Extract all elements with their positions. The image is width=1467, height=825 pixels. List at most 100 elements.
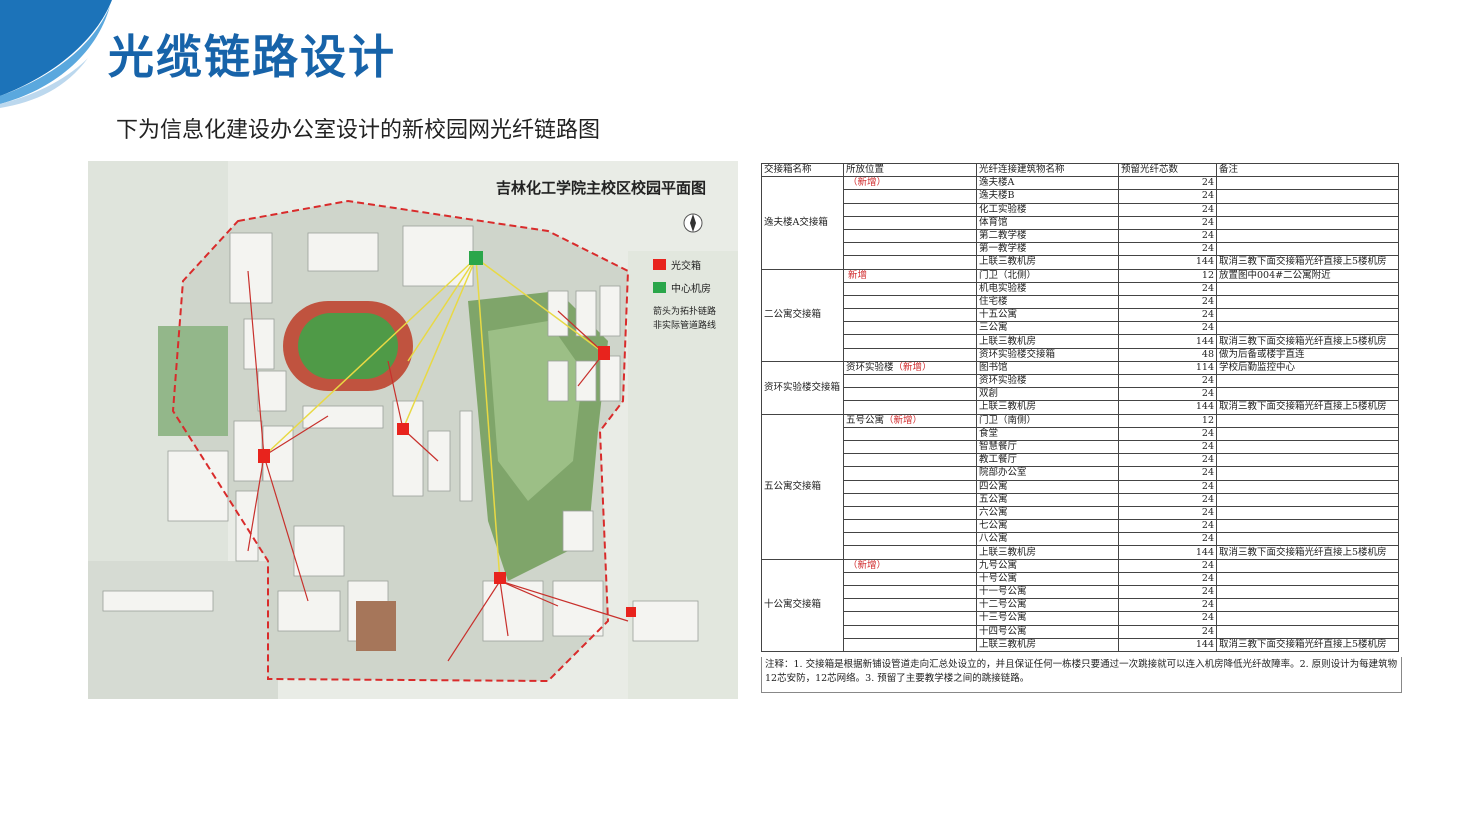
remark-cell xyxy=(1216,453,1399,468)
remark-cell xyxy=(1216,439,1399,455)
remark-cell xyxy=(1216,189,1399,204)
building-cell: 十三号公寓 xyxy=(976,611,1119,626)
fiber-count-cell: 24 xyxy=(1118,215,1217,230)
building-cell: 九号公寓 xyxy=(976,558,1119,573)
remark-cell: 放置图中004#二公寓附近 xyxy=(1216,268,1399,283)
building-cell: 六公寓 xyxy=(976,505,1119,521)
header-remark: 备注 xyxy=(1216,162,1399,178)
location-cell xyxy=(843,242,977,257)
fiber-count-cell: 48 xyxy=(1118,347,1217,362)
remark-cell: 取消三教下面交接箱光纤直接上5楼机房 xyxy=(1216,400,1399,415)
location-cell xyxy=(843,387,977,402)
building-cell: 门卫（北侧） xyxy=(976,268,1119,283)
building-cell: 双創 xyxy=(976,387,1119,402)
remark-cell xyxy=(1216,624,1399,639)
remark-cell xyxy=(1216,242,1399,257)
remark-cell: 取消三教下面交接箱光纤直接上5楼机房 xyxy=(1216,255,1399,270)
building-cell: 资环实验楼 xyxy=(976,373,1119,389)
fiber-count-cell: 24 xyxy=(1118,308,1217,323)
remark-cell: 取消三教下面交接箱光纤直接上5楼机房 xyxy=(1216,637,1399,652)
corner-decoration xyxy=(0,0,112,108)
fiber-count-cell: 144 xyxy=(1118,637,1217,652)
building-cell: 十一号公寓 xyxy=(976,584,1119,600)
location-cell xyxy=(843,294,977,310)
location-cell xyxy=(843,466,977,481)
page-title: 光缆链路设计 xyxy=(108,30,396,84)
table-row: 五公寓交接箱五号公寓（新增）门卫（南侧）12 xyxy=(761,413,1399,560)
location-cell xyxy=(843,545,977,560)
location-cell xyxy=(843,584,977,600)
building-cell: 上联三教机房 xyxy=(976,334,1119,349)
remark-cell xyxy=(1216,571,1399,587)
building-cell: 住宅楼 xyxy=(976,294,1119,310)
fiber-table: 交接箱名称 所放位置 光纤连接建筑物名称 预留光纤芯数 备注 逸夫楼A交接箱（新… xyxy=(761,162,1399,652)
legend-fiber-box: 光交箱 xyxy=(671,259,701,272)
building-cell: 十五公寓 xyxy=(976,308,1119,323)
remark-cell xyxy=(1216,532,1399,547)
location-cell: （新增） xyxy=(843,558,977,573)
fiber-count-cell: 24 xyxy=(1118,439,1217,455)
building-cell: 智慧餐厅 xyxy=(976,439,1119,455)
fiber-count-cell: 24 xyxy=(1118,453,1217,468)
location-cell xyxy=(843,400,977,415)
remark-cell xyxy=(1216,479,1399,494)
fiber-count-cell: 12 xyxy=(1118,268,1217,283)
fiber-count-cell: 24 xyxy=(1118,426,1217,441)
location-cell xyxy=(843,373,977,389)
fiber-count-cell: 24 xyxy=(1118,242,1217,257)
building-cell: 三公寓 xyxy=(976,321,1119,336)
fiber-count-cell: 12 xyxy=(1118,413,1217,428)
fiber-count-cell: 144 xyxy=(1118,334,1217,349)
fiber-count-cell: 24 xyxy=(1118,294,1217,310)
map-title: 吉林化工学院主校区校园平面图 xyxy=(496,179,706,197)
building-cell: 上联三教机房 xyxy=(976,400,1119,415)
map-legend: 光交箱 中心机房 箭头为拓扑链路 非实际管道路线 xyxy=(653,259,716,331)
fiber-count-cell: 144 xyxy=(1118,400,1217,415)
location-cell xyxy=(843,637,977,652)
location-text: 五号公寓 xyxy=(846,414,885,426)
table-footnote: 注释：1. 交接箱是根据新铺设管道走向汇总处设立的，并且保证任何一栋楼只要通过一… xyxy=(761,657,1402,693)
building-cell: 第一教学楼 xyxy=(976,242,1119,257)
location-text: 新增 xyxy=(848,269,868,281)
location-cell xyxy=(843,453,977,468)
box-name-cell: 逸夫楼A交接箱 xyxy=(761,176,844,270)
building-cell: 十号公寓 xyxy=(976,571,1119,587)
remark-cell xyxy=(1216,228,1399,244)
remark-cell xyxy=(1216,558,1399,573)
location-cell xyxy=(843,347,977,362)
compass-icon xyxy=(683,213,703,233)
header-fiber-count: 预留光纤芯数 xyxy=(1118,162,1217,178)
location-cell xyxy=(843,505,977,521)
fiber-count-cell: 24 xyxy=(1118,532,1217,547)
remark-cell xyxy=(1216,611,1399,626)
building-cell: 四公寓 xyxy=(976,479,1119,494)
location-cell xyxy=(843,215,977,230)
remark-cell xyxy=(1216,321,1399,336)
building-cell: 第二教学楼 xyxy=(976,228,1119,244)
location-cell xyxy=(843,571,977,587)
fiber-count-cell: 24 xyxy=(1118,387,1217,402)
fiber-count-cell: 24 xyxy=(1118,479,1217,494)
